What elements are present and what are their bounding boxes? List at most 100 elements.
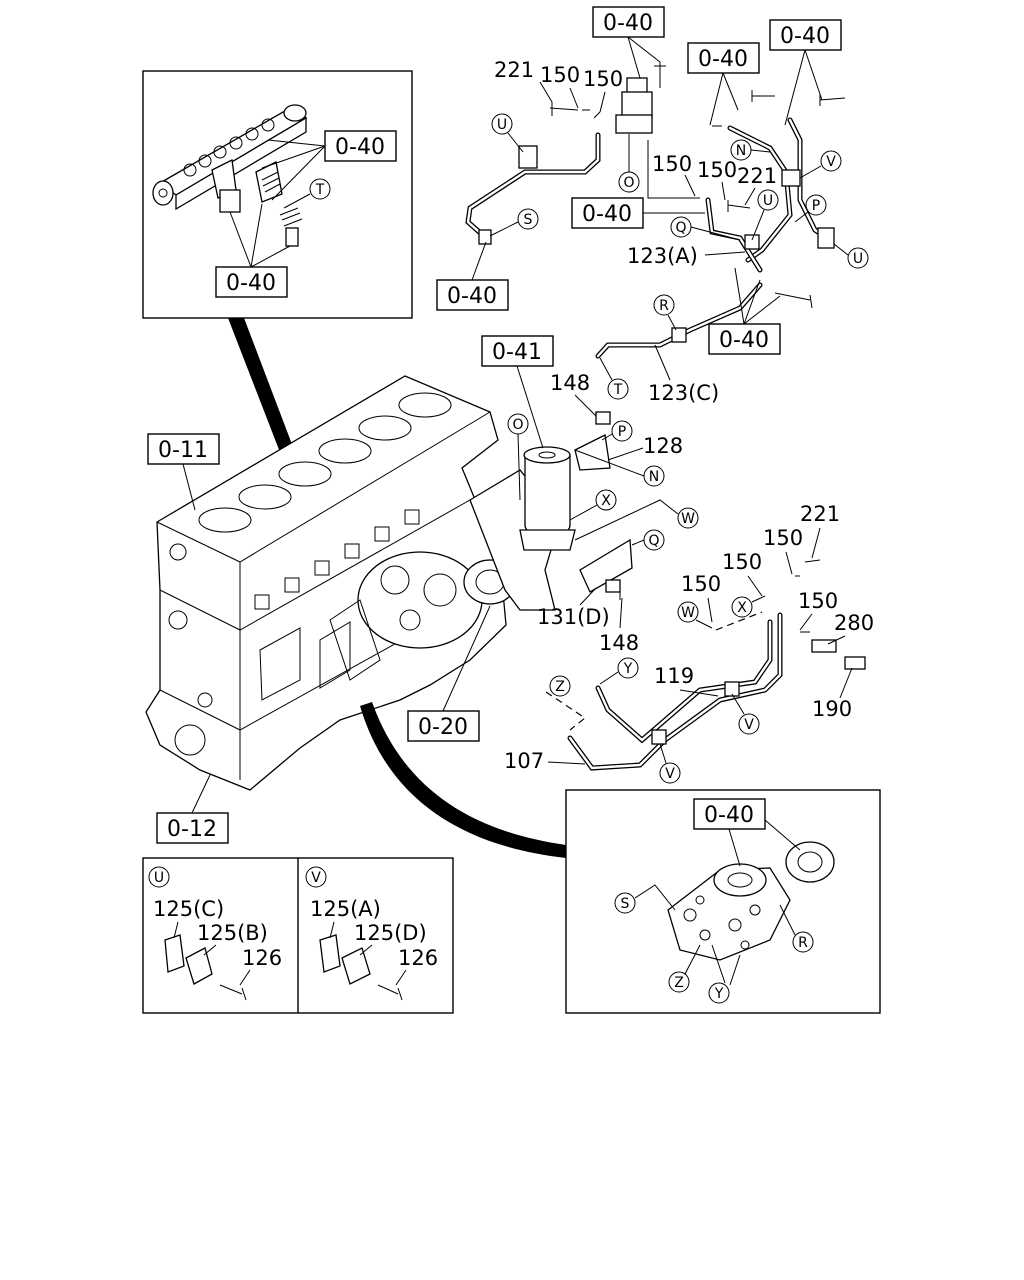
part-107: 107 [504,749,544,773]
svg-text:R: R [798,935,808,951]
clamp-v-panel: V 125(A) 125(D) 126 [305,866,438,1001]
ref-block-top: 0-11 [147,433,220,511]
svg-text:0-40: 0-40 [698,47,748,72]
svg-text:0-40: 0-40 [582,202,632,227]
ref-right-mid: 0-40 [708,267,781,355]
leader-o [647,140,700,199]
callout-w-low: W [677,601,713,629]
callout-n-mid: N [574,449,665,487]
part-119: 119 [654,664,694,688]
part-150: 150 [763,526,803,550]
callout-r-top: R [653,294,677,331]
ref-filter: 0-41 [481,335,554,449]
fuel-filter-drawing [519,434,611,551]
svg-text:T: T [613,382,623,398]
inset-frame [142,70,413,319]
svg-text:U: U [763,193,773,209]
block-side-details [168,509,420,756]
pipe-123a-assembly [705,117,835,273]
part-150: 150 [540,63,580,87]
pump-inset-ref: 0-40 [693,798,801,867]
svg-text:Z: Z [555,679,565,695]
svg-text:0-11: 0-11 [158,438,208,463]
part-150: 150 [652,152,692,176]
common-rail-drawing [152,104,308,247]
callout-y: Y [599,657,639,685]
banjo-bolts-top [549,90,846,309]
callout-u-b: U [751,189,779,241]
part-125d: 125(D) [354,921,427,945]
svg-text:V: V [311,870,321,886]
callout-o-mid: O [507,413,529,501]
supply-pump-drawing [667,841,835,961]
part-125a: 125(A) [310,897,381,921]
part-221: 221 [494,58,534,82]
svg-text:W: W [681,605,695,621]
pump-inset-frame [565,789,881,1014]
engine-block-drawing [145,375,561,791]
callout-z: Z [549,675,571,697]
callout-x-mid: X [569,489,617,521]
svg-text:S: S [524,212,533,228]
fuel-pipes-upper [465,62,846,359]
sensor-parts [795,559,866,670]
svg-text:V: V [744,717,754,733]
ref-top-right-b: 0-40 [769,19,842,126]
svg-text:Z: Z [674,975,684,991]
fuel-pipes-lower [545,559,866,771]
cylinder-bores [198,392,452,533]
inset-supply-pump: 0-40 S R Z Y [565,789,881,1014]
section-ref: 0-40 [226,271,276,296]
part-123a: 123(A) [627,244,698,268]
part-221: 221 [800,502,840,526]
part-148: 148 [599,631,639,655]
callout-p-mid: P [601,420,633,442]
svg-text:U: U [497,117,507,133]
part-150: 150 [681,572,721,596]
svg-text:P: P [618,424,626,440]
part-123c: 123(C) [648,381,719,405]
svg-text:0-41: 0-41 [492,340,542,365]
callout-q-top: Q [670,216,741,241]
part-150: 150 [583,67,623,91]
callout-w-mid: W [574,499,699,541]
ref-pump: 0-20 [407,605,491,742]
svg-text:Q: Q [675,220,686,236]
pump-inset-leader [360,702,566,858]
inset-fuel-rail: 0-40 T 0-40 [142,70,413,319]
svg-text:U: U [154,870,164,886]
pump-callout-s: S [614,884,676,914]
part-190: 190 [812,697,852,721]
part-280: 280 [834,611,874,635]
svg-text:N: N [649,469,659,485]
svg-text:N: N [736,143,746,159]
part-125c: 125(C) [153,897,224,921]
callout-u-c: U [833,243,869,269]
inset-callout-t: T [283,178,331,209]
overflow-valve [615,62,666,134]
callout-v-low-b: V [659,743,681,784]
callout-u: U [491,113,524,153]
ref-block-bottom: 0-12 [156,774,229,844]
part-150: 150 [697,158,737,182]
part-labels: 221 150 150 150 150 221 123(A) 123(C) 14… [494,58,874,773]
svg-text:O: O [623,175,634,191]
part-148: 148 [550,371,590,395]
part-221: 221 [737,164,777,188]
svg-text:Y: Y [714,986,724,1002]
inset-ref-top: 0-40 [261,130,397,201]
callout-v-low-a: V [731,693,760,735]
svg-text:0-20: 0-20 [418,715,468,740]
section-ref: 0-40 [335,135,385,160]
pipe-s-assembly [465,132,601,245]
svg-text:S: S [621,896,630,912]
part-128: 128 [643,434,683,458]
part-125b: 125(B) [197,921,268,945]
svg-text:O: O [512,417,523,433]
svg-text:U: U [853,251,863,267]
bracket-131d [579,538,633,600]
svg-text:0-40: 0-40 [780,24,830,49]
svg-text:0-40: 0-40 [719,328,769,353]
inset-ref-bottom: 0-40 [215,203,291,298]
